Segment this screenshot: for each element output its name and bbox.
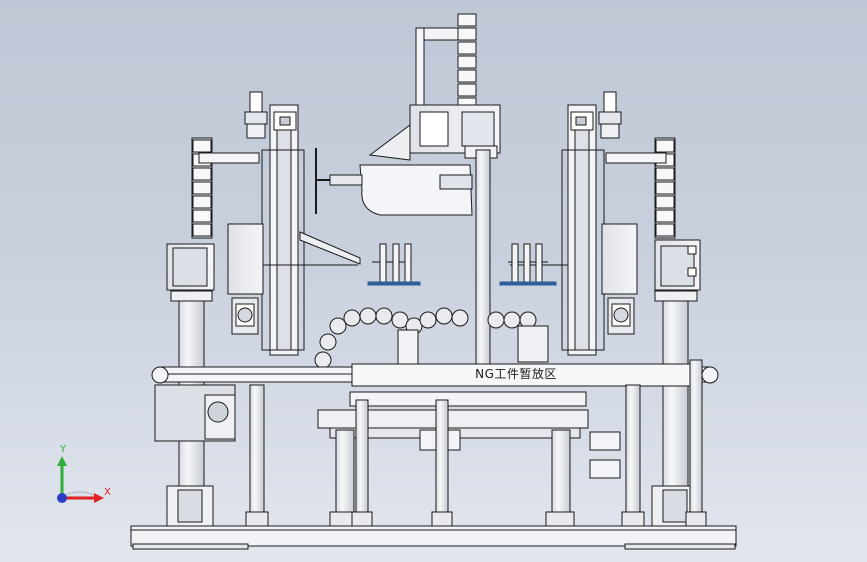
right-column-assembly xyxy=(651,239,701,527)
top-cable-chain xyxy=(457,13,477,111)
right-cable-chain xyxy=(655,139,675,237)
y-axis-label: Y xyxy=(60,444,67,455)
cross-beam xyxy=(151,363,719,442)
left-suction-cups xyxy=(367,243,421,286)
right-suction-cups xyxy=(499,243,557,286)
x-axis-arrow xyxy=(94,493,104,503)
base-plate xyxy=(130,525,737,550)
right-vertical-axis xyxy=(510,91,676,356)
z-axis-dot xyxy=(57,493,67,503)
axis-triad xyxy=(57,456,104,503)
ng-zone-label: NG工件暂放区 xyxy=(475,367,557,381)
y-axis-arrow xyxy=(57,456,67,466)
x-axis-label: X xyxy=(104,487,111,498)
left-cable-chain xyxy=(192,139,212,237)
left-vertical-axis xyxy=(191,91,361,356)
support-legs xyxy=(245,359,707,527)
center-gripper-head xyxy=(315,13,501,371)
cable-chain-snake xyxy=(314,307,549,369)
